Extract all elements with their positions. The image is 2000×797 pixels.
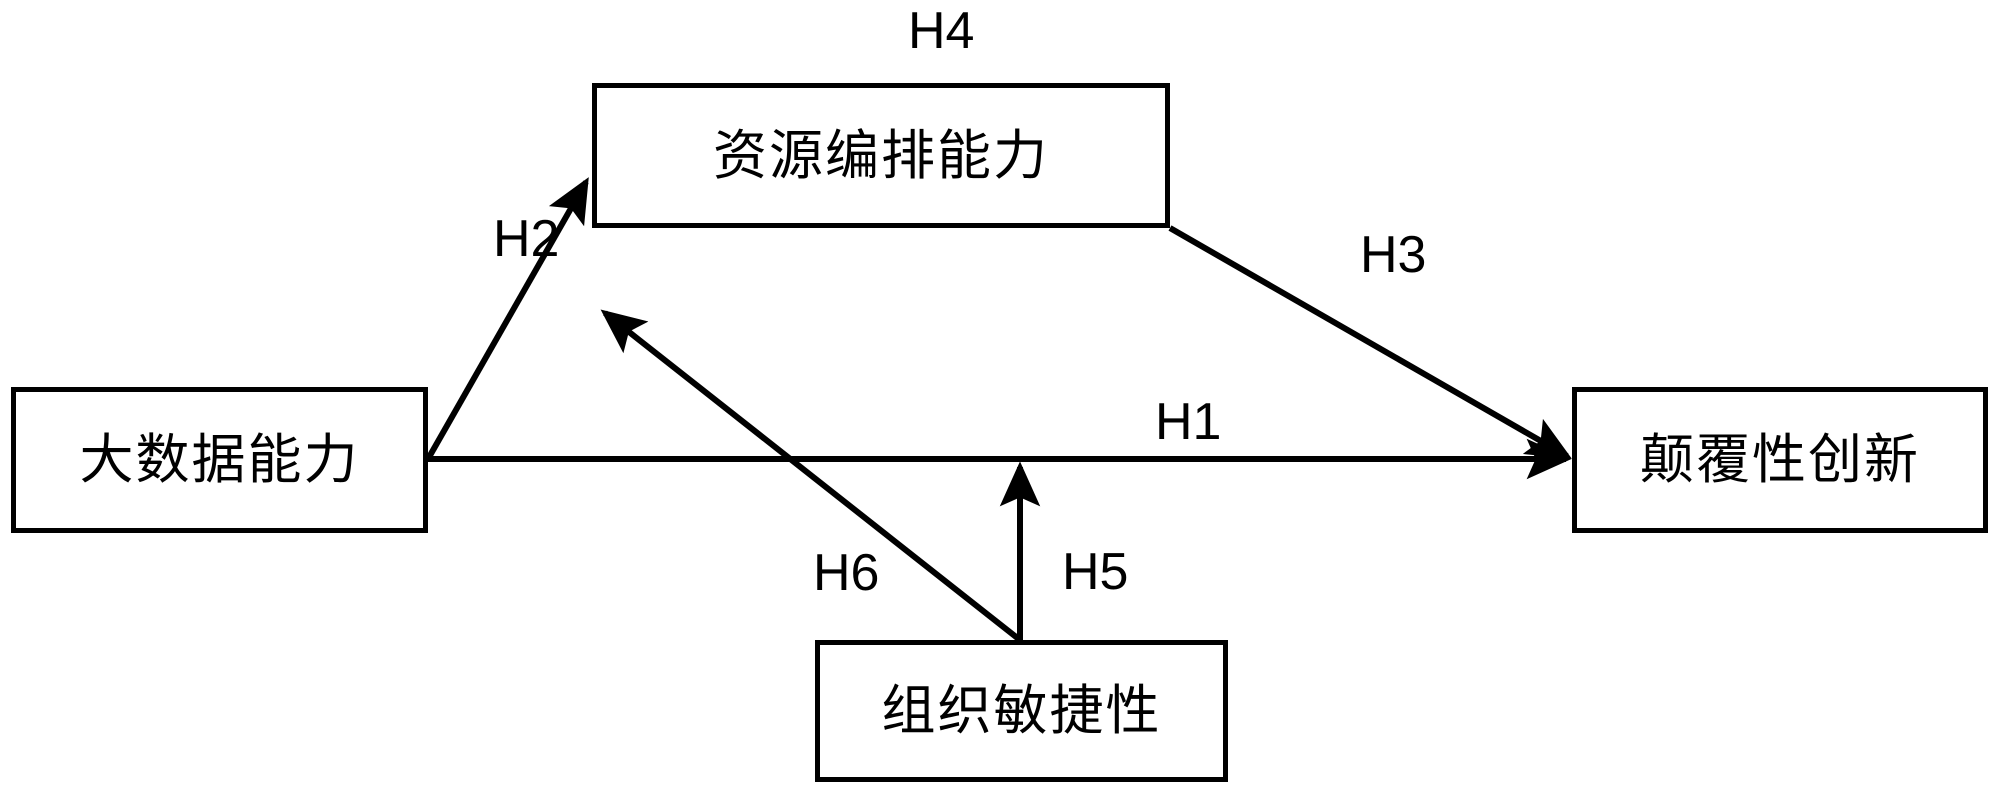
node-disruptive-innovation[interactable]: 颠覆性创新	[1572, 387, 1988, 533]
node-resource-orchestration-capability[interactable]: 资源编排能力	[592, 83, 1170, 228]
edge-label-h4: H4	[908, 2, 975, 60]
edge-h6-line	[600, 309, 1022, 643]
node-organizational-agility[interactable]: 组织敏捷性	[815, 640, 1228, 782]
edge-label-h3: H3	[1360, 226, 1427, 284]
node-label: 大数据能力	[79, 428, 360, 491]
edge-h2-line	[425, 177, 589, 461]
edge-label-h2: H2	[493, 210, 560, 268]
node-label: 组织敏捷性	[881, 679, 1162, 742]
edge-h3-line	[1168, 225, 1572, 459]
node-label: 资源编排能力	[713, 123, 1049, 187]
edge-label-h5: H5	[1062, 543, 1129, 601]
edge-label-h6: H6	[813, 544, 880, 602]
node-big-data-capability[interactable]: 大数据能力	[11, 387, 428, 533]
edge-label-h1: H1	[1155, 393, 1222, 451]
node-label: 颠覆性创新	[1640, 428, 1920, 491]
